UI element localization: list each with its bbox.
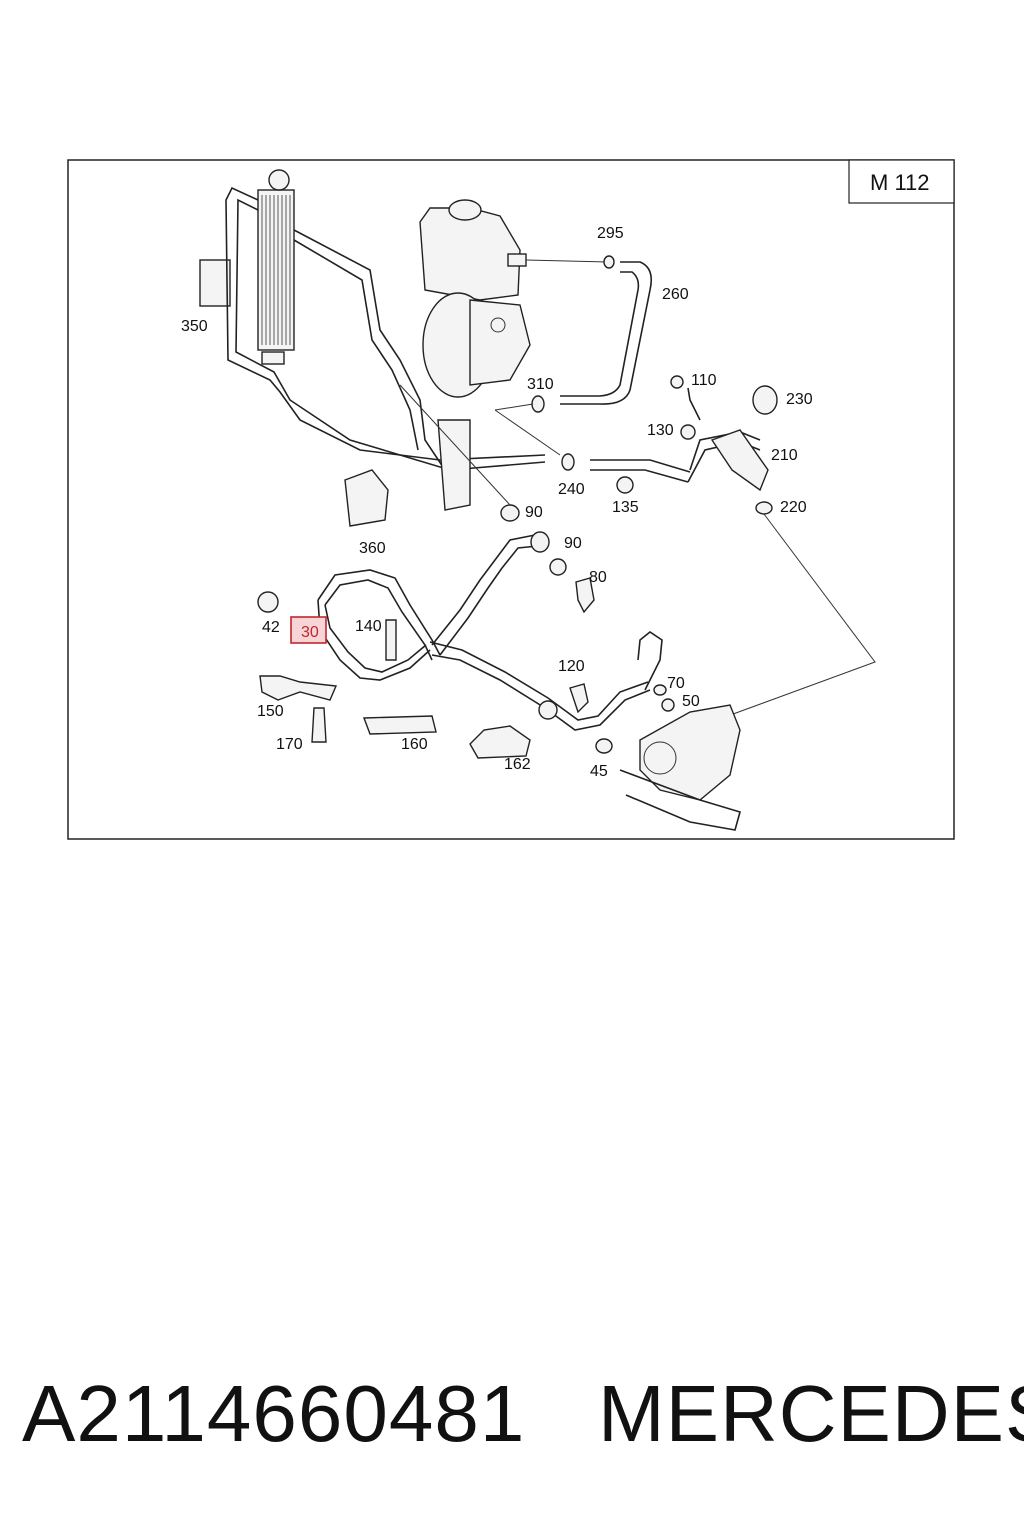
callout-150: 150 [257,703,284,720]
callout-70: 70 [667,675,685,692]
callout-240: 240 [558,481,585,498]
brand-name: MERCEDES [598,1369,1024,1458]
callout-140: 140 [355,618,382,635]
callout-90-upper: 90 [525,504,543,521]
callout-80: 80 [589,569,607,586]
callout-160: 160 [401,736,428,753]
callout-45: 45 [590,763,608,780]
callout-90-lower: 90 [564,535,582,552]
callout-220: 220 [780,499,807,516]
callout-310: 310 [527,376,554,393]
callout-360: 360 [359,540,386,557]
callout-230: 230 [786,391,813,408]
callout-50: 50 [682,693,700,710]
callout-30-highlight [290,616,327,644]
pump-assembly [419,199,531,511]
callout-120: 120 [558,658,585,675]
callout-210: 210 [771,447,798,464]
parts-diagram: M 112 [67,159,955,840]
callout-42: 42 [262,619,280,636]
callout-260: 260 [662,286,689,303]
engine-code: M 112 [870,170,930,195]
callout-295: 295 [597,225,624,242]
steering-gear-part [619,704,741,831]
callout-162: 162 [504,756,531,773]
oil-cooler-part [199,169,295,365]
engine-code-box [848,159,955,204]
part-number: A2114660481 [22,1369,526,1458]
callout-110: 110 [691,372,717,389]
diagram-frame [67,159,955,840]
callout-350: 350 [181,318,208,335]
callout-170: 170 [276,736,303,753]
callout-labels: 295 260 350 310 110 230 130 210 240 135 … [181,225,813,780]
callout-30: 30 [301,624,319,641]
callout-130: 130 [647,422,674,439]
callout-135: 135 [612,499,639,516]
